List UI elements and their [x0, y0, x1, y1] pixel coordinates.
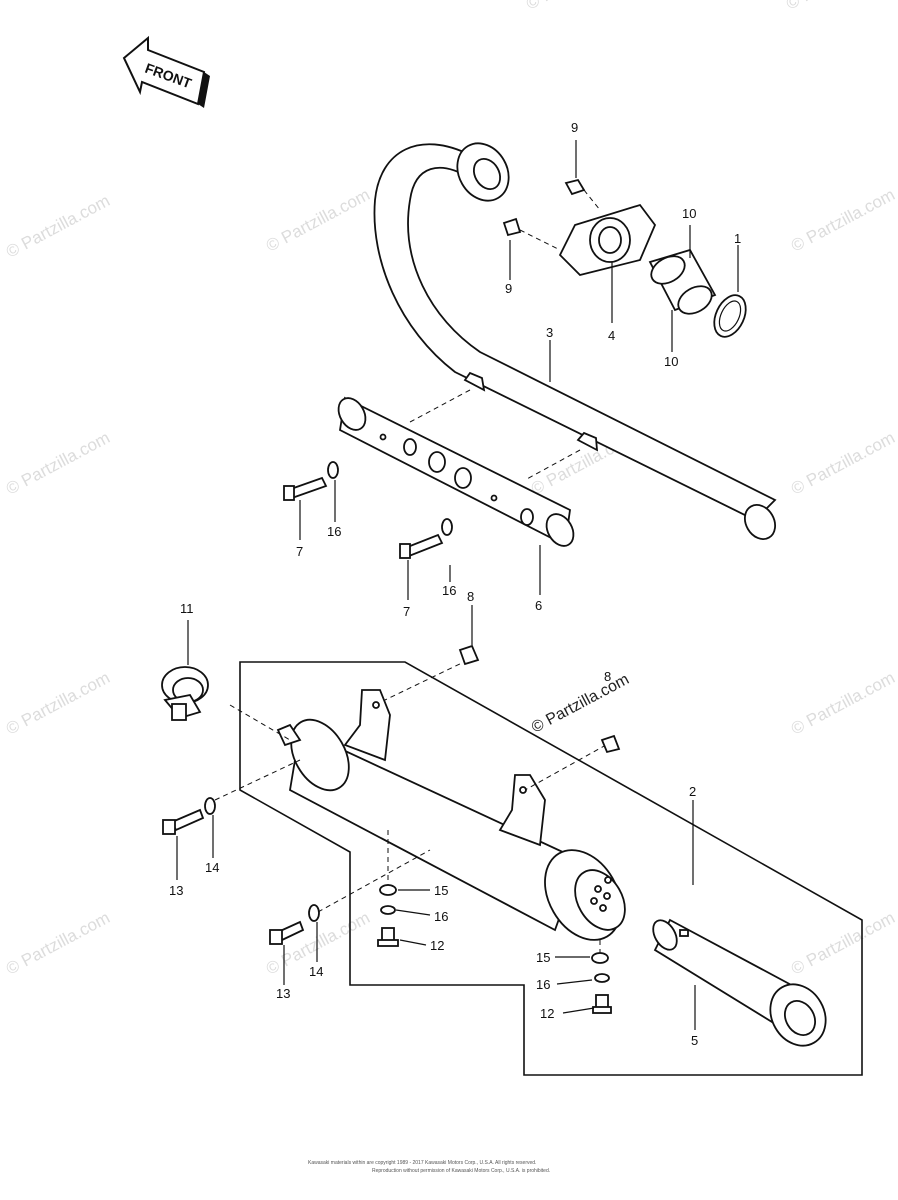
- screw-part-12: [592, 994, 612, 1014]
- watermark: © Partzilla.com: [3, 668, 113, 739]
- watermark: © Partzilla.com: [3, 428, 113, 499]
- callout-15: 15: [536, 950, 550, 965]
- watermark: © Partzilla.com: [788, 668, 898, 739]
- callout-13: 13: [169, 883, 183, 898]
- callout-2: 2: [689, 784, 696, 799]
- callout-11: 11: [180, 601, 194, 616]
- callout-1: 1: [734, 231, 741, 246]
- washer-part-14: [204, 797, 216, 815]
- gasket-ring-part-1: [713, 294, 747, 338]
- callout-6: 6: [535, 598, 542, 613]
- nut-part-9: [502, 217, 522, 237]
- callout-8: 8: [467, 589, 474, 604]
- flange-part-4: [558, 203, 657, 276]
- callout-labels: 1 2 3 4 5 6 7 7 8 8 9 9 10 10 11 12 12 1…: [169, 120, 741, 1048]
- washer-part-14: [308, 904, 320, 922]
- callout-12: 12: [430, 938, 444, 953]
- callout-9: 9: [571, 120, 578, 135]
- nut-part-8: [600, 734, 621, 754]
- callout-7: 7: [403, 604, 410, 619]
- washer-part-15: [591, 952, 609, 964]
- callout-8: 8: [604, 669, 611, 684]
- callout-10: 10: [682, 206, 696, 221]
- watermark: © Partzilla.com: [788, 908, 898, 979]
- watermark: © Partzilla.com: [788, 428, 898, 499]
- leader-lines: [176, 140, 739, 1030]
- screw-part-12: [377, 927, 399, 947]
- callout-10: 10: [664, 354, 678, 369]
- callout-7: 7: [296, 544, 303, 559]
- callout-16: 16: [536, 977, 550, 992]
- washer-part-16: [327, 461, 339, 479]
- callout-9: 9: [505, 281, 512, 296]
- callout-13: 13: [276, 986, 290, 1001]
- callout-5: 5: [691, 1033, 698, 1048]
- bolt-part-13: [269, 920, 305, 945]
- callout-3: 3: [546, 325, 553, 340]
- watermark: © Partzilla.com: [3, 191, 113, 262]
- callout-16: 16: [434, 909, 448, 924]
- bolt-part-13: [162, 808, 205, 835]
- bolt-part-7: [399, 533, 444, 559]
- copyright-line-1: Kawasaki materials within are copyright …: [308, 1160, 536, 1166]
- tailpipe-part-5: [652, 918, 827, 1047]
- clamp-part-11: [161, 666, 209, 721]
- callout-16: 16: [327, 524, 341, 539]
- copyright-line-2: Reproduction without permission of Kawas…: [372, 1168, 550, 1174]
- callout-14: 14: [309, 964, 323, 979]
- watermark: © Partzilla.com: [783, 0, 893, 14]
- assembly-frame: [239, 661, 863, 1076]
- callout-14: 14: [205, 860, 219, 875]
- gasket-sleeve-part-10: [648, 248, 717, 315]
- callout-15: 15: [434, 883, 448, 898]
- washer-part-15: [379, 884, 397, 896]
- watermark: © Partzilla.com: [788, 185, 898, 256]
- front-arrow-icon: FRONT: [122, 35, 210, 108]
- callout-4: 4: [608, 328, 615, 343]
- callout-12: 12: [540, 1006, 554, 1021]
- muffler-part-2: [276, 689, 626, 941]
- nut-part-9: [564, 178, 586, 196]
- bolt-part-7: [283, 476, 328, 501]
- watermark-overlay: © Partzilla.com: [529, 671, 632, 737]
- heat-guard-part-6: [337, 396, 575, 547]
- watermark: © Partzilla.com: [3, 908, 113, 979]
- watermark: © Partzilla.com: [263, 185, 373, 256]
- washer-part-16: [594, 973, 610, 983]
- washer-part-16: [380, 905, 396, 915]
- nut-part-8: [458, 644, 480, 666]
- watermark: © Partzilla.com: [523, 0, 633, 14]
- exhaust-pipe-part-3: [373, 142, 777, 540]
- callout-16: 16: [442, 583, 456, 598]
- washer-part-16: [441, 518, 453, 536]
